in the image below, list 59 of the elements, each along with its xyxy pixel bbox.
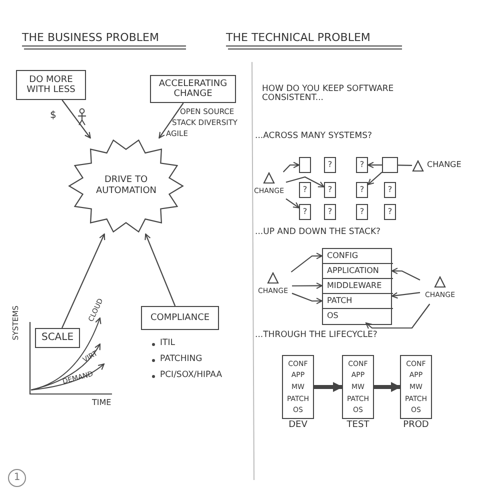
environment-label: PROD xyxy=(402,421,430,431)
sketch-box: ? xyxy=(324,182,336,198)
stack-layer: PATCH xyxy=(323,294,393,309)
environment-label: DEV xyxy=(288,421,308,431)
sketch-box: DO MORE WITH LESS xyxy=(16,70,86,100)
sketch-box: ? xyxy=(384,182,396,198)
arrow xyxy=(366,304,430,330)
arrow xyxy=(314,382,343,392)
box-shape xyxy=(299,157,311,173)
page-number: 1 xyxy=(8,469,26,487)
sketch-box: ? xyxy=(299,182,311,198)
bullet-text: PCI/SOX/HIPAA xyxy=(160,371,222,380)
arrow xyxy=(392,292,420,299)
sketch-box: COMPLIANCE xyxy=(141,306,219,330)
sketch-box: ? xyxy=(384,204,396,220)
stack-layer: APPLICATION xyxy=(323,264,393,279)
arrow xyxy=(158,102,184,138)
arrow xyxy=(368,172,382,186)
bullet-text: PATCHING xyxy=(160,355,202,364)
stack-layer: CONFIG xyxy=(323,249,393,264)
environment-stack xyxy=(282,355,314,419)
starburst-node: DRIVE TO AUTOMATION xyxy=(68,138,184,234)
arrow xyxy=(144,234,176,306)
sketch-box: ? xyxy=(324,204,336,220)
arrow xyxy=(62,234,106,328)
arrow xyxy=(292,292,322,304)
question-text: ...ACROSS MANY SYSTEMS? xyxy=(255,132,372,142)
box-shape xyxy=(322,248,392,325)
sketch-box: ? xyxy=(299,204,311,220)
question-text: HOW DO YOU KEEP SOFTWARE CONSISTENT... xyxy=(262,85,395,104)
arrow xyxy=(392,268,420,280)
stack-layer: MIDDLEWARE xyxy=(323,279,393,294)
environment-label: TEST xyxy=(346,421,370,431)
arrow xyxy=(368,162,382,168)
arrow xyxy=(286,176,324,188)
sketch-box: ? xyxy=(356,157,368,173)
dollar-sign: $ xyxy=(50,110,56,121)
sketch-box: ? xyxy=(356,182,368,198)
environment-stack xyxy=(400,355,432,419)
arrow xyxy=(282,162,300,172)
arrow xyxy=(374,382,401,392)
arrow xyxy=(286,198,300,208)
box-shape xyxy=(382,157,398,173)
section-heading: THE BUSINESS PROBLEM xyxy=(22,32,159,44)
sketch-box: SCALE xyxy=(35,328,80,348)
question-text: ...THROUGH THE LIFECYCLE? xyxy=(255,331,378,340)
environment-stack xyxy=(342,355,374,419)
arrow xyxy=(290,252,322,272)
sketch-box: ? xyxy=(324,157,336,173)
arrow xyxy=(292,282,322,289)
change-label: CHANGE xyxy=(427,160,462,169)
bullet-text: ITIL xyxy=(160,339,175,348)
sketch-box: ACCELERATING CHANGE xyxy=(150,75,236,103)
axis-label: TIME xyxy=(92,399,112,408)
question-text: ...UP AND DOWN THE STACK? xyxy=(255,228,381,238)
sketch-box: ? xyxy=(356,204,368,220)
section-heading: THE TECHNICAL PROBLEM xyxy=(226,32,370,44)
arrow xyxy=(62,100,91,138)
stack-layer: OS xyxy=(323,309,393,324)
